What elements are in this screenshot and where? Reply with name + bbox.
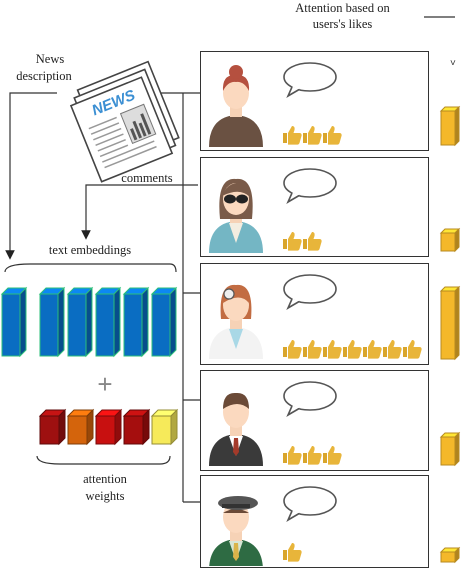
user-1 (209, 61, 461, 147)
news-label-line2: description (16, 69, 72, 83)
attention-bar-3 (439, 285, 461, 361)
thumbs-up-icon (363, 340, 382, 359)
thumbs-up-icon (323, 340, 342, 359)
embedding-prism-1 (0, 286, 28, 358)
thumbs-up-icon (303, 340, 322, 359)
legend-title-line2: users's likes (312, 17, 373, 31)
likes-group-5 (283, 543, 302, 562)
text-embeddings-group (0, 286, 178, 358)
embeddings-bracket (4, 263, 177, 273)
user-3 (209, 273, 461, 361)
likes-group-3 (283, 340, 422, 359)
text-embeddings-label: text embeddings (48, 243, 132, 257)
thumbs-up-icon (303, 446, 322, 465)
users-layer (209, 61, 461, 566)
news-arrow (5, 92, 57, 260)
embedding-prism-3 (66, 286, 94, 358)
likes-group-4 (283, 446, 342, 465)
attention-cube-3 (94, 408, 123, 446)
user-avatar-3 (209, 284, 263, 359)
plus-sign: + (97, 369, 113, 399)
thumbs-up-icon (283, 232, 302, 251)
comments-label: comments (121, 171, 173, 185)
user-2 (209, 167, 461, 253)
speech-bubble-icon (282, 380, 338, 417)
legend-title-line1: Attention based on (295, 1, 390, 15)
attention-bar-2 (439, 227, 461, 253)
newspaper-icon: NEWS (69, 60, 180, 183)
embedding-prism-6 (150, 286, 178, 358)
embedding-prism-4 (94, 286, 122, 358)
user-4 (209, 380, 461, 467)
attention-label-line2: weights (85, 489, 125, 503)
embedding-prism-2 (38, 286, 66, 358)
speech-bubble-icon (282, 61, 338, 98)
attention-bar-1 (439, 105, 461, 147)
thumbs-up-icon (343, 340, 362, 359)
attention-cube-2 (66, 408, 95, 446)
thumbs-up-icon (283, 126, 302, 145)
likes-group-1 (283, 126, 342, 145)
embedding-prism-5 (122, 286, 150, 358)
attention-weights-group (38, 408, 179, 446)
speech-bubble-icon (282, 167, 338, 204)
thumbs-up-icon (303, 126, 322, 145)
news-label-line1: News (35, 52, 65, 66)
attention-bar-5 (439, 546, 461, 564)
attention-bar-4 (439, 431, 461, 467)
thumbs-up-icon (323, 126, 342, 145)
speech-bubble-icon (282, 273, 338, 310)
attention-cube-5 (150, 408, 179, 446)
attention-cube-4 (122, 408, 151, 446)
thumbs-up-icon (283, 446, 302, 465)
user-5 (209, 485, 461, 566)
user-avatar-2 (209, 178, 263, 253)
caret-icon: ˅ (450, 58, 456, 69)
attention-bracket (36, 455, 171, 465)
thumbs-up-icon (283, 340, 302, 359)
connector-lines (5, 92, 200, 503)
comments-arrow (81, 184, 198, 240)
thumbs-up-icon (403, 340, 422, 359)
thumbs-up-icon (323, 446, 342, 465)
attention-cube-1 (38, 408, 67, 446)
user-avatar-1 (209, 65, 263, 147)
user-avatar-4 (209, 392, 263, 466)
speech-bubble-icon (282, 485, 338, 522)
user-avatar-5 (209, 496, 263, 566)
likes-group-2 (283, 232, 322, 251)
thumbs-up-icon (283, 543, 302, 562)
thumbs-up-icon (383, 340, 402, 359)
attention-label-line1: attention (83, 472, 127, 486)
thumbs-up-icon (303, 232, 322, 251)
